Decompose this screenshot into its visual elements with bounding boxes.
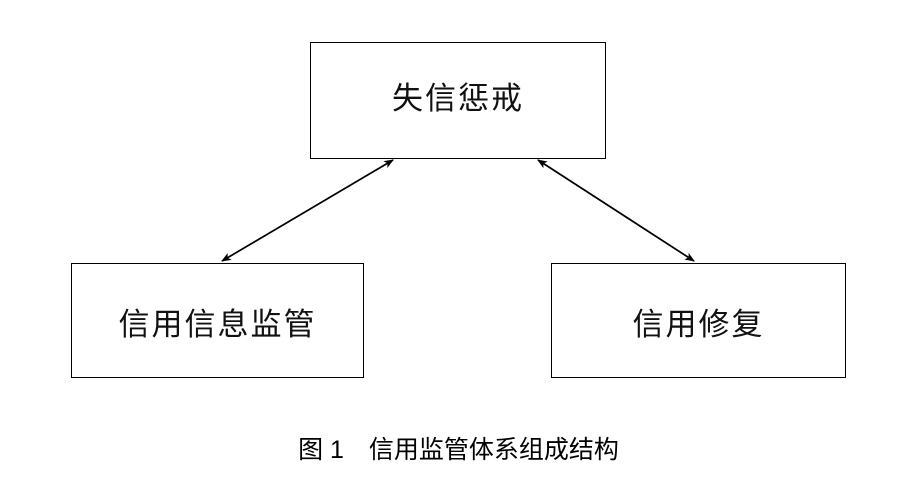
node-label-top: 失信惩戒 xyxy=(392,81,524,116)
node-box-credit-information-supervision[interactable]: 信用信息监管 xyxy=(71,263,364,378)
node-box-credit-repair[interactable]: 信用修复 xyxy=(551,263,846,378)
node-label-right: 信用修复 xyxy=(632,307,765,342)
node-label-left: 信用信息监管 xyxy=(118,307,317,342)
connector-top-left xyxy=(221,159,394,262)
node-box-dishonesty-punishment[interactable]: 失信惩戒 xyxy=(310,42,606,159)
figure-caption: 图 1 信用监管体系组成结构 xyxy=(298,436,619,464)
connector-top-right xyxy=(537,159,695,262)
